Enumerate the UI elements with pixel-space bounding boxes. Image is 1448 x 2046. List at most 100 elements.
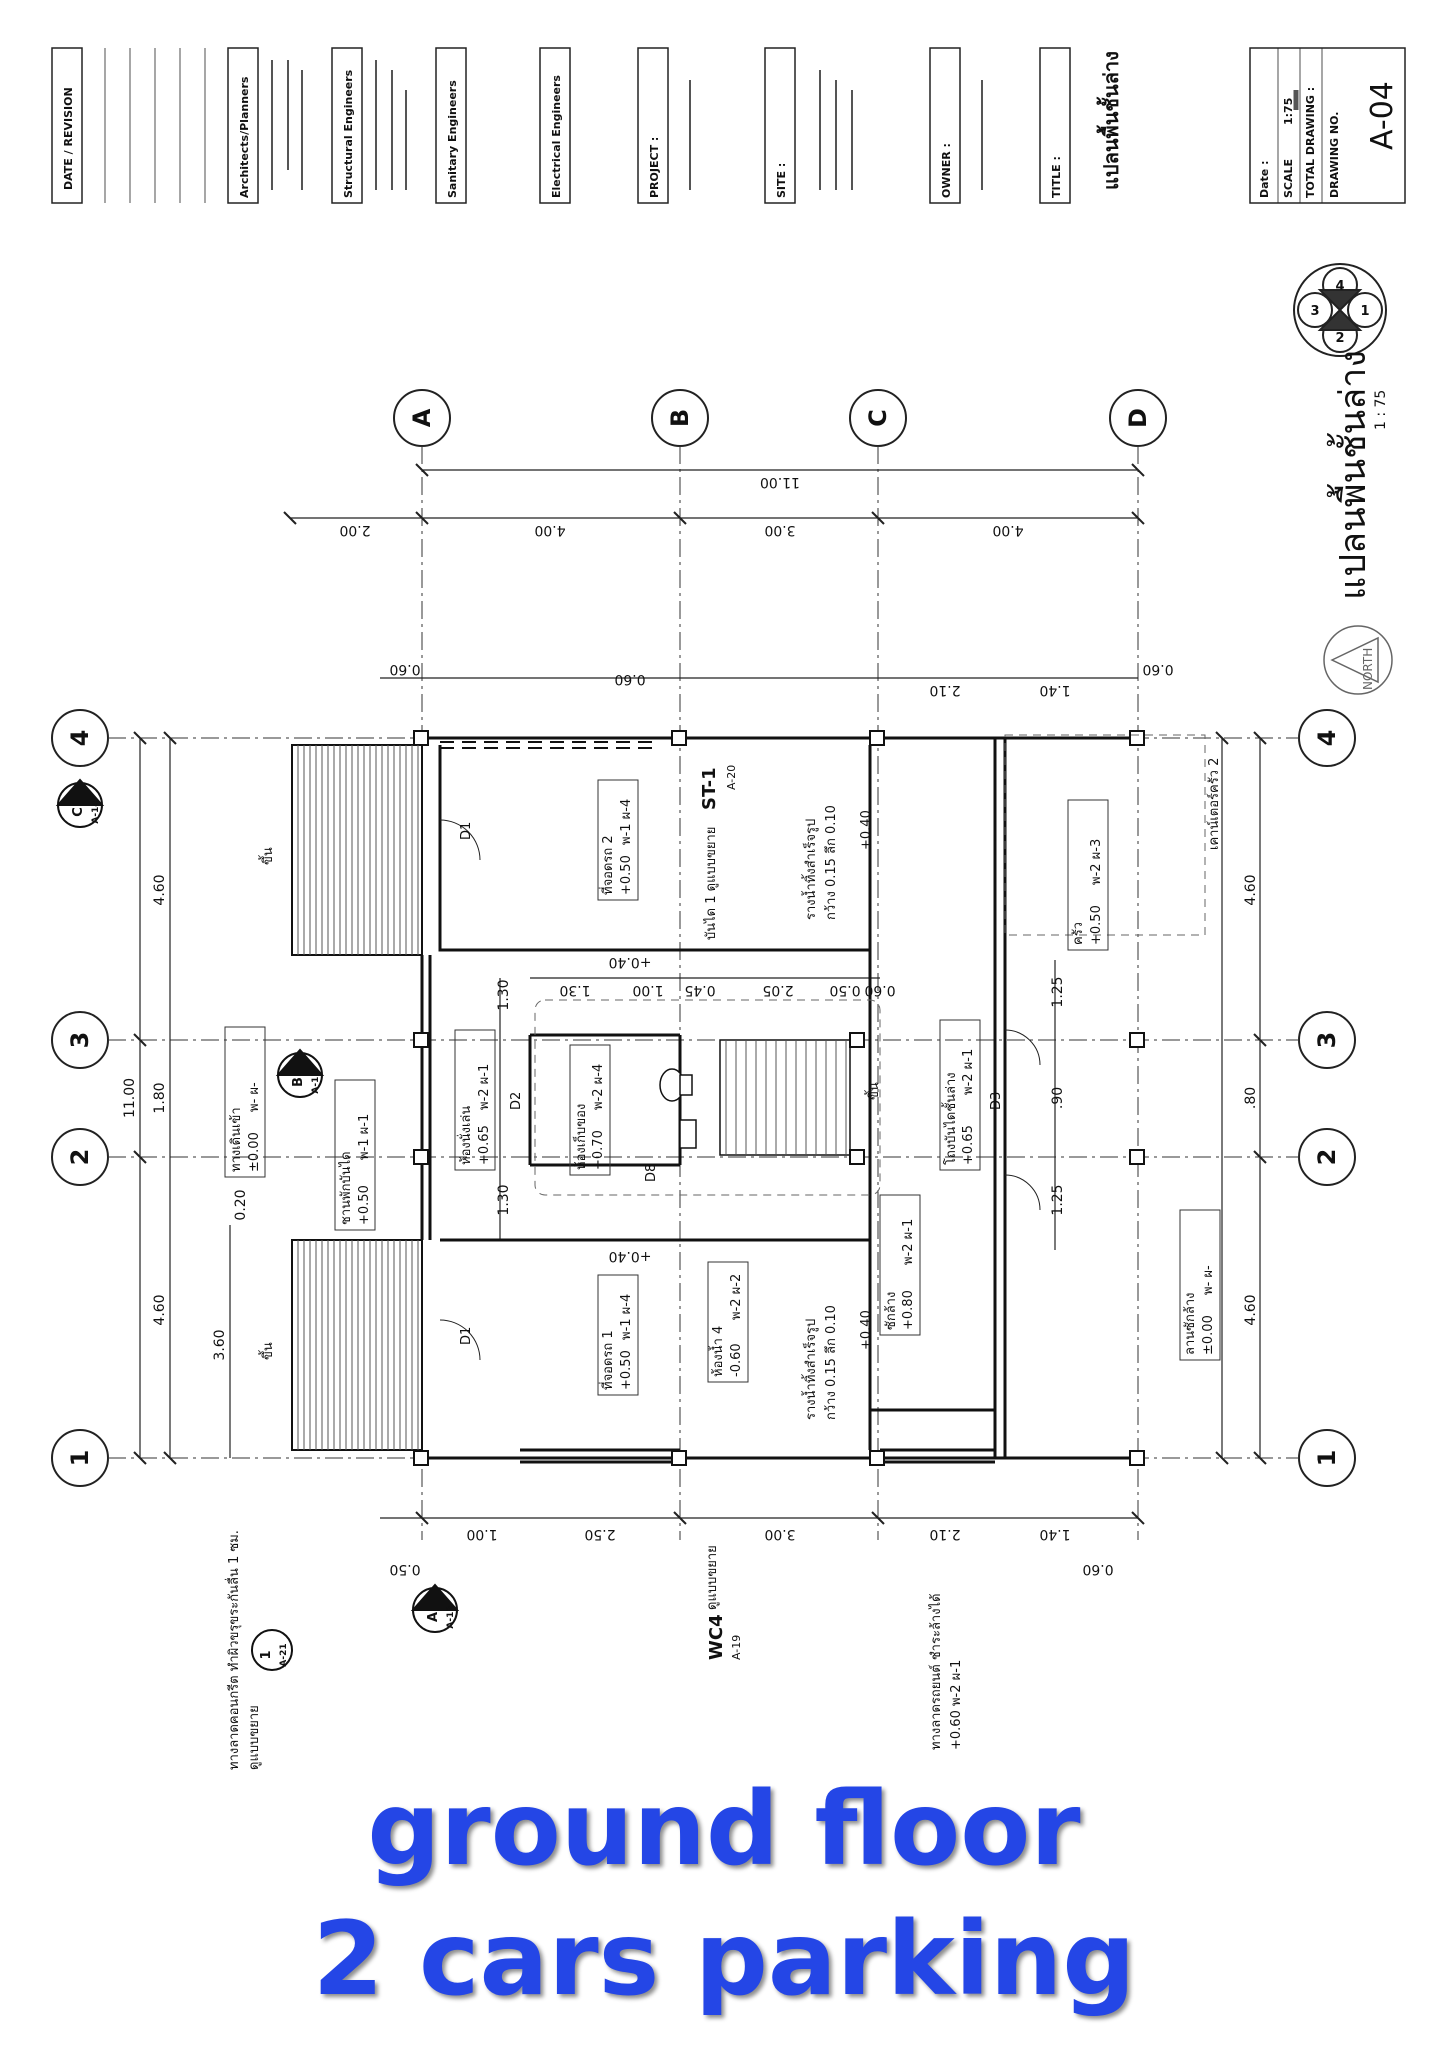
dim-bot-3: 3.00 xyxy=(764,1526,795,1542)
north-arrow: NORTH xyxy=(1323,625,1393,695)
room-terrace-name: ลานซักล้าง xyxy=(1183,1293,1198,1355)
section-a-letter: A xyxy=(426,1612,441,1622)
dim-bot-2: 2.50 xyxy=(584,1526,615,1542)
dimension-lines xyxy=(139,469,1261,1519)
room-parking-2-codes: พ-1 ผ-4 xyxy=(619,799,634,845)
room-bath4-name: ห้องน้ำ 4 xyxy=(708,1326,726,1377)
dim-side-1: 1.30 xyxy=(496,979,512,1010)
drain-note-1: รางน้ำทิ้งสำเร็จรูป xyxy=(801,819,819,920)
dim-bot-6: 0.60 xyxy=(1082,1561,1113,1577)
grid-col-b: B xyxy=(666,409,694,427)
detail-1-sheet: A-21 xyxy=(279,1643,289,1666)
columns xyxy=(413,730,1145,1466)
room-parking-1-level: +0.50 xyxy=(619,1350,634,1390)
dim-lower-l: 3.60 xyxy=(212,1329,228,1360)
section-c-letter: C xyxy=(71,807,86,817)
kitchen-counter-note: เคาน์เตอร์ครัว 2 xyxy=(1206,758,1222,850)
room-hall-name: โถงบันไดชั้นล่าง xyxy=(941,1072,959,1165)
drain-note-2: รางน้ำทิ้งสำเร็จรูป xyxy=(801,1319,819,1420)
room-kitchen-level: +0.50 xyxy=(1089,905,1104,945)
room-parking-2-name: ที่จอดรถ 2 xyxy=(599,835,616,895)
door-d3: D3 xyxy=(989,1092,1004,1110)
dim-mid-3: 0.45 xyxy=(684,982,715,998)
ramp-lower xyxy=(291,1239,423,1451)
room-store-name: ห้องเก็บของ xyxy=(571,1104,589,1170)
bottom-note: ทางลาดรถยนต์ ชำระล้างได้ xyxy=(928,1593,944,1750)
drain-size-1: กว้าง 0.15 ลึก 0.10 xyxy=(824,805,839,920)
dim-top-b: 0.60 xyxy=(614,671,645,687)
dim-side-4: .90 xyxy=(1050,1087,1066,1109)
grid-row-2-right: 2 xyxy=(1313,1149,1341,1166)
detail-1-num: 1 xyxy=(259,1650,274,1659)
grid-col-d: D xyxy=(1124,408,1152,428)
dim-mid-4: 2.05 xyxy=(762,982,793,998)
tb-total-drawing: TOTAL DRAWING : xyxy=(1304,87,1317,198)
room-porch-codes: พ- ผ- xyxy=(247,1082,262,1112)
tb-scale-label: SCALE xyxy=(1282,159,1295,198)
room-store-codes: พ-2 ผ-4 xyxy=(591,1064,606,1110)
dim-lvl-40b: +0.40 xyxy=(609,1248,652,1264)
dim-bot-1: 1.00 xyxy=(466,1526,497,1542)
grid-row-3-right: 3 xyxy=(1313,1032,1341,1049)
walls xyxy=(420,736,1138,1464)
room-parking-1-codes: พ-1 ผ-4 xyxy=(619,1294,634,1340)
room-parking-1-name: ที่จอดรถ 1 xyxy=(599,1330,616,1390)
room-living-level: +0.65 xyxy=(477,1125,492,1165)
bottom-level: +0.60 พ-2 ผ-1 xyxy=(949,1660,964,1750)
dim-side-5: 1.25 xyxy=(1050,1184,1066,1215)
tb-architects: Architects/Planners xyxy=(238,76,251,198)
room-laundry-name: ซักล้าง xyxy=(884,1292,899,1330)
room-bath4-codes: พ-2 ผ-2 xyxy=(729,1274,744,1320)
wc-label: ดูแบบขยาย xyxy=(705,1545,720,1610)
tb-sanitary: Sanitary Engineers xyxy=(446,80,459,198)
north-label: NORTH xyxy=(1361,648,1375,690)
dim-side-2: 1.30 xyxy=(496,1184,512,1215)
dim-top-d: 0.60 xyxy=(1142,661,1173,677)
tb-title-label: TITLE : xyxy=(1050,156,1063,198)
dim-l3: 4.60 xyxy=(152,1294,168,1325)
dim-d2: 4.00 xyxy=(534,522,565,538)
dim-mid-6: 0.60 xyxy=(864,982,895,998)
room-living-codes: พ-2 ผ-1 xyxy=(477,1064,492,1110)
tb-date-label: Date : xyxy=(1258,160,1271,198)
dim-l2: 1.80 xyxy=(152,1082,168,1113)
room-laundry-level: +0.80 xyxy=(901,1290,916,1330)
dim-top-a: 0.60 xyxy=(389,661,420,677)
room-hall-codes: พ-2 ผ-1 xyxy=(961,1049,976,1095)
title-block xyxy=(51,47,1406,204)
stair-hatch xyxy=(725,1040,847,1155)
dim-lower-l2: 0.20 xyxy=(233,1189,249,1220)
left-note-2: ดูแบบขยาย xyxy=(247,1705,262,1770)
dim-top-c2: 1.40 xyxy=(1039,682,1070,698)
dim-bot-a: 0.50 xyxy=(389,1561,420,1577)
dim-left-total: 11.00 xyxy=(122,1078,138,1118)
section-b-sheet: A-13 xyxy=(311,1070,321,1093)
tb-scale-value: 1:75 xyxy=(1282,98,1295,125)
toilet-fixture xyxy=(659,1068,697,1149)
up-label-1: ขึ้น xyxy=(258,847,276,865)
key-plan-2: 2 xyxy=(1335,331,1344,346)
parking-open-edge xyxy=(440,741,660,749)
ramp-hatch xyxy=(297,745,419,1450)
room-terrace-level: ±0.00 xyxy=(1201,1315,1216,1355)
dimension-ticks xyxy=(133,463,1267,1525)
room-labels: ที่จอดรถ 2 +0.50 พ-1 ผ-4 ที่จอดรถ 1 +0.5… xyxy=(225,758,1222,1770)
dim-side-3: 1.25 xyxy=(1050,976,1066,1007)
grid-row-4-left: 4 xyxy=(66,730,94,747)
grid-row-3-left: 3 xyxy=(66,1032,94,1049)
key-plan-1: 1 xyxy=(1360,304,1369,319)
grid-row-4-right: 4 xyxy=(1313,730,1341,747)
stair xyxy=(719,1039,851,1156)
dim-lvl-40a: +0.40 xyxy=(609,954,652,970)
room-kitchen-codes: พ-2 ผ-3 xyxy=(1089,839,1104,885)
caption-ground-floor: ground floor xyxy=(367,1770,1081,1889)
tb-drawing-no-label: DRAWING NO. xyxy=(1328,112,1341,198)
wc-code: WC4 xyxy=(706,1614,727,1660)
room-terrace-codes: พ- ผ- xyxy=(1201,1265,1216,1295)
plan-scale: 1 : 75 xyxy=(1373,390,1389,430)
room-store-level: +0.70 xyxy=(591,1130,606,1170)
tb-title-value: แปลนพื้นชั้นล่าง xyxy=(1096,51,1123,190)
caption-two-cars-parking: 2 cars parking xyxy=(312,1900,1136,2019)
title-block-text: DATE / REVISION Architects/Planners Stru… xyxy=(62,51,1400,198)
dim-l1: 4.60 xyxy=(152,874,168,905)
